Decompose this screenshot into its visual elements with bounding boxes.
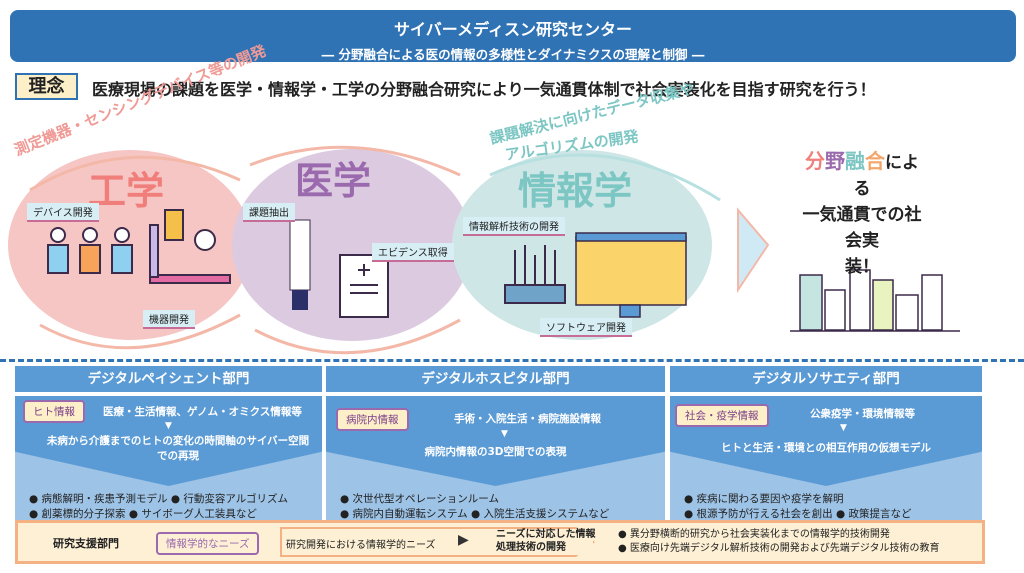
header-banner: サイバーメディスン研究センター ― 分野融合による医の情報の多様性とダイナミクス… bbox=[10, 10, 1016, 62]
department-patient: デジタルペイシェント部門 ヒト情報 医療・生活情報、ゲノム・オミクス情報等 ▼ … bbox=[15, 366, 322, 520]
info-result: ヒトと生活・環境との相互作用の仮想モデル bbox=[721, 442, 931, 454]
info-tag: 病院内情報 bbox=[336, 408, 409, 431]
outcome-message: 分野融合による 一気通貫での社会実 装！ bbox=[802, 149, 922, 277]
department-title: デジタルペイシェント部門 bbox=[15, 366, 322, 392]
hospital-icon bbox=[339, 254, 389, 318]
triangle-arrow-icon: ▶ bbox=[458, 532, 469, 548]
philosophy-label: 理念 bbox=[15, 73, 78, 100]
bubble-device-dev: デバイス開発 bbox=[27, 203, 99, 222]
department-society: デジタルソサエティ部門 社会・疫学情報 公衆疫学・環境情報等 ▼ ヒトと生活・環… bbox=[670, 366, 982, 520]
chip-icon bbox=[504, 245, 566, 304]
bubble-evidence: エビデンス取得 bbox=[372, 243, 454, 262]
support-title: 研究支援部門 bbox=[53, 537, 119, 550]
people-icon bbox=[47, 227, 133, 274]
info-tag: 社会・疫学情報 bbox=[675, 404, 769, 427]
support-item: ● 医療向け先端デジタル解析技術の開発および先端デジタル技術の教育 bbox=[618, 543, 940, 554]
fields-illustration bbox=[8, 145, 960, 355]
right-arrow-icon bbox=[737, 207, 770, 294]
department-title: デジタルソサエティ部門 bbox=[670, 366, 982, 392]
doctor-icon bbox=[289, 219, 311, 310]
info-source: 医療・生活情報、ゲノム・オミクス情報等 bbox=[103, 406, 302, 418]
informatics-title: 情報学 bbox=[518, 169, 633, 213]
department-title: デジタルホスピタル部門 bbox=[326, 366, 665, 392]
bubble-equipment-dev: 機器開発 bbox=[143, 310, 195, 329]
bubble-software-dev: ソフトウェア開発 bbox=[540, 318, 632, 337]
research-item: ● 病態解明・疾患予測モデル ● 行動変容アルゴリズム bbox=[29, 493, 289, 505]
dev-line1: ニーズに対応した情報 bbox=[496, 529, 596, 540]
support-department: 研究支援部門 情報学的なニーズ 研究開発における情報学的ニーズ ▶ ニーズに対応… bbox=[15, 520, 985, 564]
info-source: 手術・入院生活・病院施設情報 bbox=[454, 413, 601, 425]
center-subtitle: ― 分野融合による医の情報の多様性とダイナミクスの理解と制御 ― bbox=[321, 47, 705, 62]
code-monitor-icon bbox=[575, 232, 687, 318]
center-title: サイバーメディスン研究センター bbox=[394, 20, 632, 39]
info-result: 未病から介護までのヒトの変化の時間軸のサイバー空間での再現 bbox=[46, 435, 310, 462]
dev-line2: 処理技術の開発 bbox=[496, 542, 566, 553]
arc-arrow-icon bbox=[29, 155, 241, 192]
smart-city-icon bbox=[790, 269, 960, 332]
engineering-title: 工学 bbox=[88, 169, 165, 213]
info-result: 病院内情報の3D空間での表現 bbox=[424, 446, 567, 458]
bubble-analysis-tech: 情報解析技術の開発 bbox=[463, 217, 565, 236]
needs-text: 研究開発における情報学的ニーズ bbox=[286, 540, 436, 551]
research-item: ● 疾病に関わる要因や疫学を解明 bbox=[684, 493, 844, 505]
info-source: 公衆疫学・環境情報等 bbox=[810, 408, 915, 420]
department-hospital: デジタルホスピタル部門 病院内情報 手術・入院生活・病院施設情報 ▼ 病院内情報… bbox=[326, 366, 665, 520]
support-item: ● 異分野横断的研究から社会実装化までの情報学的技術開発 bbox=[618, 529, 890, 540]
microscope-icon bbox=[149, 209, 231, 284]
research-item: ● 次世代型オペレーションルーム bbox=[340, 493, 499, 505]
bubble-issue-extraction: 課題抽出 bbox=[243, 203, 295, 222]
section-divider bbox=[0, 359, 1024, 362]
needs-tag: 情報学的なニーズ bbox=[156, 532, 260, 555]
arc-arrow-icon bbox=[489, 153, 721, 202]
info-tag: ヒト情報 bbox=[23, 400, 85, 423]
philosophy-text: 医療現場の課題を医学・情報学・工学の分野融合研究により一気通貫体制で社会実装化を… bbox=[92, 80, 876, 99]
medicine-title: 医学 bbox=[295, 159, 372, 203]
